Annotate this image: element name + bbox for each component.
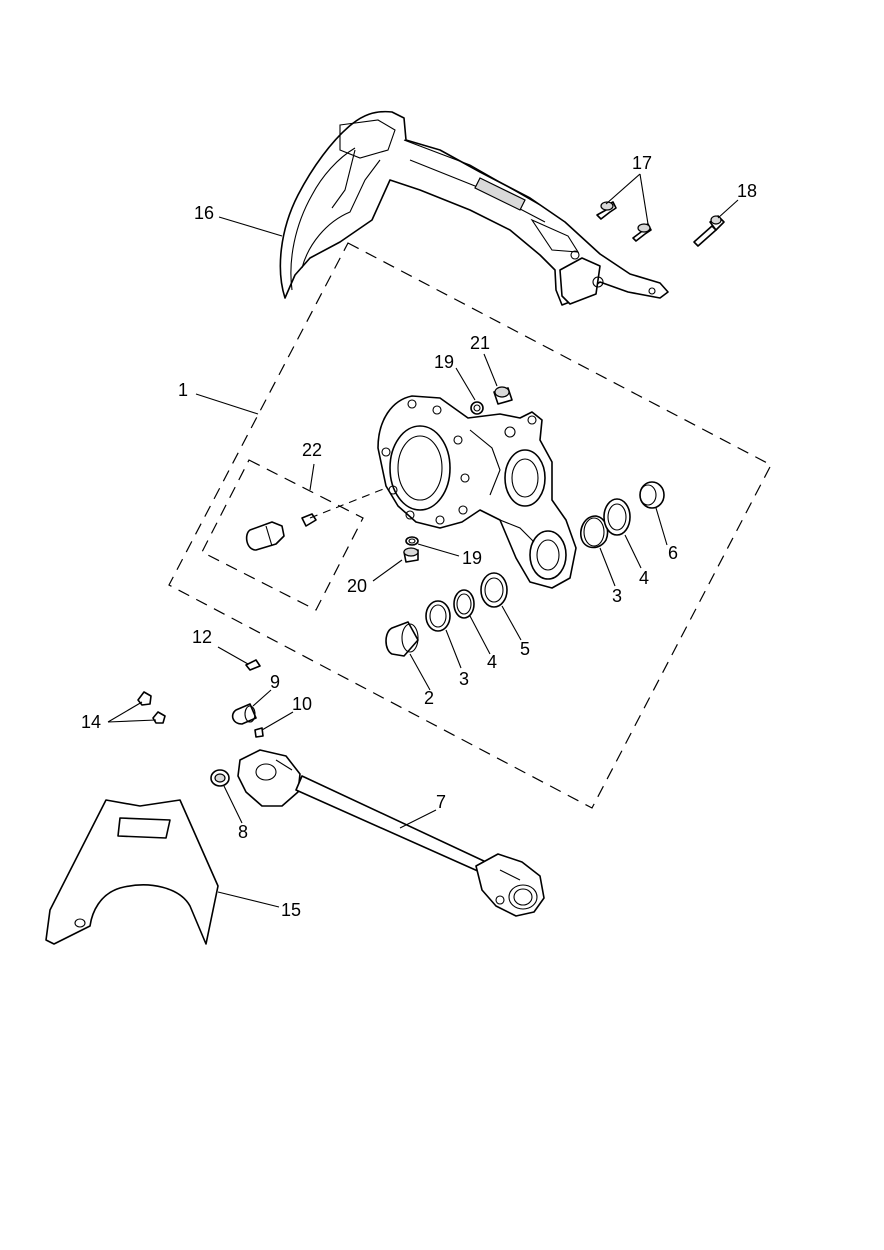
part-21-plug [493, 386, 513, 405]
part-14-nuts [137, 691, 166, 724]
callout-20: 20 [347, 576, 367, 596]
callout-1: 1 [178, 380, 188, 400]
part-10-dowel [254, 727, 264, 738]
assembly-boundary-sub [201, 459, 364, 611]
callout-19-top: 19 [434, 352, 454, 372]
part-12-screw [245, 659, 261, 671]
callout-19-bottom: 19 [462, 548, 482, 568]
callout-15: 15 [281, 900, 301, 920]
part-16-rear-hugger [279, 110, 669, 306]
part-1-final-drive-housing [377, 395, 577, 589]
part-20-plug [403, 547, 419, 563]
callout-5: 5 [520, 639, 530, 659]
callout-12: 12 [192, 627, 212, 647]
callout-14: 14 [81, 712, 101, 732]
part-19-washer-bottom [405, 536, 419, 546]
part-6-bush-right [639, 481, 665, 509]
callout-10: 10 [292, 694, 312, 714]
callout-21: 21 [470, 333, 490, 353]
callout-9: 9 [270, 672, 280, 692]
callout-labels: 1 16 17 18 19 21 22 19 20 3 4 6 2 3 4 5 … [81, 153, 757, 920]
callout-8: 8 [238, 822, 248, 842]
callout-7: 7 [436, 792, 446, 812]
part-5-bearing-left [480, 572, 508, 608]
part-7-drive-shaft [237, 749, 545, 917]
part-19-washer-top [470, 401, 484, 415]
part-18-bolt [693, 215, 725, 247]
part-9-bush [231, 703, 257, 725]
callout-17: 17 [632, 153, 652, 173]
callout-4-left: 4 [487, 652, 497, 672]
part-4-seal-right [603, 498, 631, 536]
callout-18: 18 [737, 181, 757, 201]
callout-3-left: 3 [459, 669, 469, 689]
part-17-screws [596, 201, 652, 242]
callout-6: 6 [668, 543, 678, 563]
part-8-plug [210, 769, 230, 787]
assembly-boundary-main [168, 242, 772, 809]
part-15-cover-plate [45, 799, 219, 945]
part-2-bush-left [385, 621, 419, 657]
part-4-seal-left [453, 589, 475, 619]
leader-lines [107, 173, 739, 908]
callout-3-right: 3 [612, 586, 622, 606]
callout-22: 22 [302, 440, 322, 460]
callout-16: 16 [194, 203, 214, 223]
part-3-circlip-left [425, 600, 451, 632]
callout-2: 2 [424, 688, 434, 708]
callout-4-right: 4 [639, 568, 649, 588]
part-22-breather [245, 513, 317, 551]
